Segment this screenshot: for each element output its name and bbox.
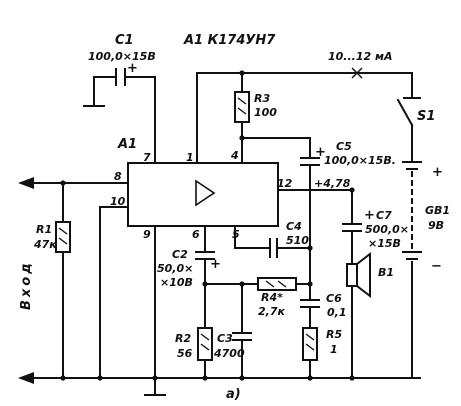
gb1-value-label: 9В: [428, 219, 444, 232]
junction: [239, 375, 245, 381]
b1-ref-label: B1: [378, 266, 394, 279]
c2-value-line1: 50,0×: [157, 262, 193, 275]
c5-plus-label: +: [315, 145, 326, 160]
junction: [239, 135, 245, 141]
input-label: Вход: [19, 260, 34, 310]
c7-ref-label: C7: [376, 209, 392, 222]
voltage-label: +4,78: [314, 177, 351, 190]
r2-value-label: 56: [177, 347, 193, 360]
capacitor-c7: [342, 223, 362, 232]
c3-value-label: 4700: [213, 347, 245, 360]
gb1-plus-label: +: [432, 165, 443, 180]
pin-5-label: 5: [232, 228, 240, 241]
resistor-r2: [197, 327, 213, 361]
pin-8-label: 8: [114, 170, 122, 183]
current-break-mark: [351, 67, 363, 79]
r4-ref-label: R4*: [261, 291, 283, 304]
pin-12-label: 12: [277, 177, 293, 190]
c4-ref-label: C4: [286, 220, 302, 233]
c6-value-label: 0,1: [327, 306, 347, 319]
c4-value-label: 510: [286, 234, 309, 247]
amplifier-triangle-icon: [195, 179, 216, 207]
r2-ref-label: R2: [175, 332, 191, 345]
battery-gb1: [402, 161, 422, 260]
c6-ref-label: C6: [326, 292, 342, 305]
c2-value-line2: ×10В: [160, 276, 193, 289]
junction: [307, 375, 313, 381]
capacitor-c4: [269, 238, 278, 258]
current-label: 10...12 мА: [328, 50, 393, 63]
capacitor-c5: [300, 157, 320, 166]
gb1-ref-label: GB1: [425, 204, 450, 217]
labels: A1 К174УН7 A1 7 1 4 8 12 10 9 6 5 C1 100…: [19, 33, 450, 402]
pin-6-label: 6: [192, 228, 200, 241]
r1-ref-label: R1: [36, 223, 52, 236]
pin-1-label: 1: [186, 151, 194, 164]
chip-a1: [127, 149, 279, 227]
junction: [97, 375, 103, 381]
capacitor-c3: [232, 332, 252, 341]
c7-plus-label: +: [364, 208, 375, 223]
switch-s1: [396, 97, 421, 127]
s1-ref-label: S1: [417, 109, 435, 124]
pin-9-label: 9: [143, 228, 151, 241]
r3-ref-label: R3: [254, 92, 270, 105]
c1-plus-label: +: [127, 61, 138, 76]
junction: [202, 281, 208, 287]
speaker-b1-icon: [346, 251, 371, 299]
chip-ref-label: A1: [117, 137, 137, 152]
resistor-r3: [234, 91, 250, 123]
c1-value-label: 100,0×15В: [88, 50, 156, 63]
capacitor-c1: [115, 68, 126, 86]
resistor-r1: [55, 221, 71, 253]
junction: [60, 375, 66, 381]
figure-caption: а): [226, 387, 241, 402]
junction: [239, 70, 245, 76]
c5-value-label: 100,0×15В.: [324, 154, 396, 167]
junction: [307, 281, 313, 287]
junction: [60, 180, 66, 186]
junction: [349, 375, 355, 381]
pin-7-label: 7: [143, 151, 151, 164]
gb1-minus-label: −: [431, 259, 442, 274]
junction: [349, 187, 355, 193]
junction: [239, 281, 245, 287]
c1-ref-label: C1: [115, 33, 134, 48]
pin-10-label: 10: [110, 195, 126, 208]
junctions: [60, 70, 355, 381]
resistor-r5: [302, 327, 318, 361]
c3-ref-label: C3: [217, 332, 233, 345]
r5-value-label: 1: [330, 343, 338, 356]
c5-ref-label: C5: [336, 140, 352, 153]
r4-value-label: 2,7к: [258, 305, 285, 318]
r3-value-label: 100: [254, 106, 277, 119]
c7-value-line2: ×15В: [368, 237, 401, 250]
wiring: [18, 72, 421, 396]
c7-value-line1: 500,0×: [365, 223, 409, 236]
pin-4-label: 4: [230, 149, 239, 162]
r1-value-label: 47к: [33, 238, 57, 251]
junction: [202, 375, 208, 381]
chip-part-label: A1 К174УН7: [183, 33, 276, 48]
capacitor-c2: [195, 251, 215, 260]
c2-plus-label: +: [210, 257, 221, 272]
c2-ref-label: C2: [172, 248, 188, 261]
r5-ref-label: R5: [326, 328, 342, 341]
resistor-r4: [257, 277, 297, 291]
junction: [152, 375, 158, 381]
capacitor-c6: [300, 299, 320, 308]
junction: [307, 245, 313, 251]
